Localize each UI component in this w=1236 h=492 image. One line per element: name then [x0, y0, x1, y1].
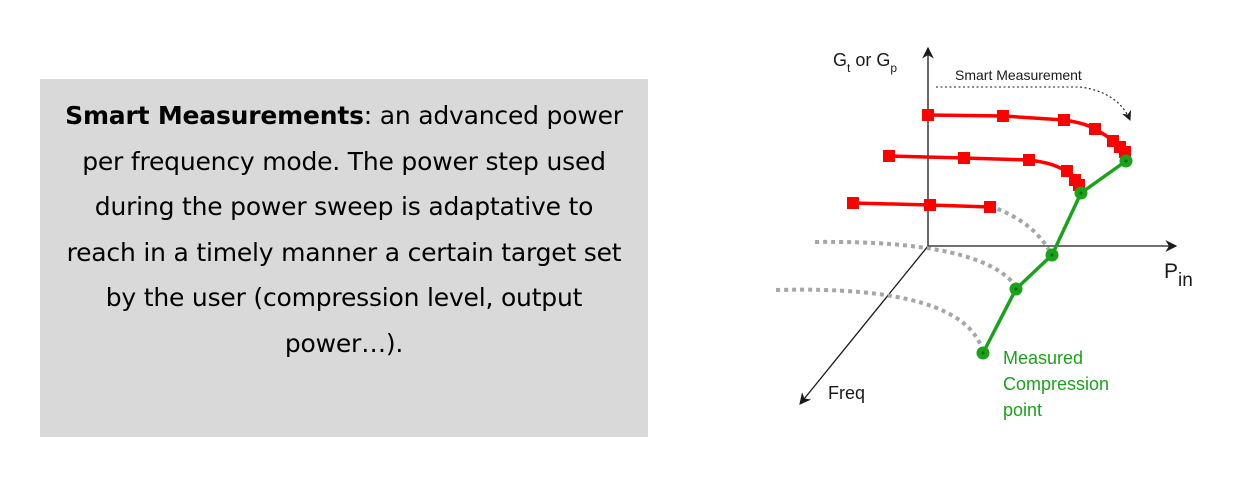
description-title: Smart Measurements — [65, 101, 364, 130]
gain-point — [922, 109, 934, 121]
projection-curve-mid — [814, 239, 1019, 290]
description-body: : an advanced power per frequency mode. … — [66, 101, 623, 358]
gain-curves — [847, 109, 1131, 213]
y-axis-label: Gt or Gp — [833, 50, 897, 75]
compression-label: Measured Compression point — [1003, 348, 1114, 420]
gain-curve-bottom — [852, 201, 991, 209]
compression-curve — [976, 154, 1133, 360]
gain-point — [958, 152, 970, 164]
description-text: Smart Measurements: an advanced power pe… — [58, 93, 630, 366]
x-axis-label: Pin — [1164, 260, 1193, 291]
freq-axis-label: Freq — [828, 383, 865, 403]
gain-point — [1089, 123, 1101, 135]
freq-axis — [799, 245, 929, 405]
projection-curves — [775, 204, 1053, 353]
gain-point — [1058, 114, 1070, 126]
smart-measurement-arrow — [936, 86, 1132, 121]
smart-measurement-label: Smart Measurement — [955, 67, 1082, 83]
description-box: Smart Measurements: an advanced power pe… — [40, 79, 648, 437]
gain-curve-mid — [888, 154, 1081, 187]
projection-curve-front — [775, 287, 985, 353]
gain-point — [997, 110, 1009, 122]
projection-curve-back — [989, 204, 1053, 255]
gain-point — [883, 150, 895, 162]
gain-point — [1023, 154, 1035, 166]
gain-point — [984, 201, 996, 213]
gain-point — [847, 197, 859, 209]
gain-point — [924, 199, 936, 211]
